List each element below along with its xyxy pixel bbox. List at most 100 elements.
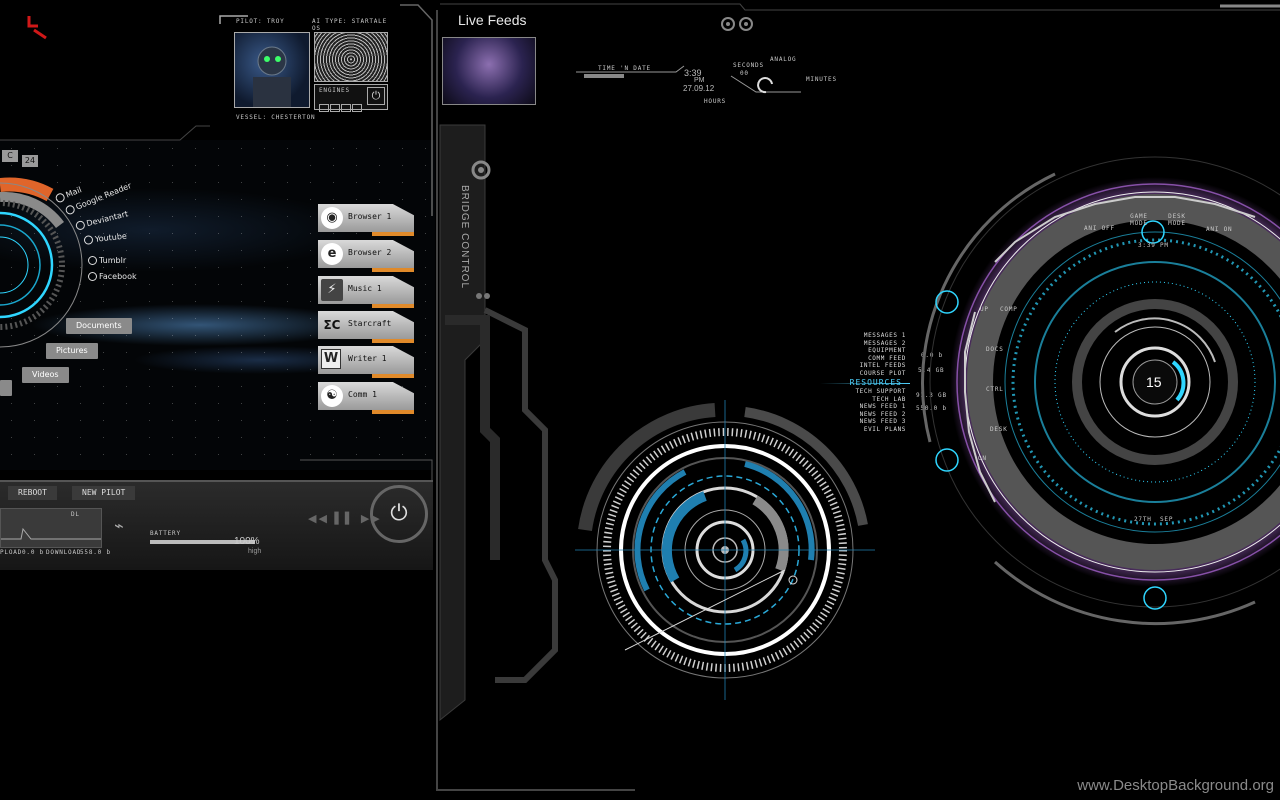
hud-menu-bottom: TECH SUPPORT TECH LAB NEWS FEED 1 NEWS F… <box>838 388 906 433</box>
top-frame-line <box>440 3 1280 11</box>
clock-frame-lines <box>576 65 801 94</box>
battery-track <box>150 540 255 544</box>
power-icon[interactable]: ⏻ <box>370 485 428 543</box>
menu-comm-feed[interactable]: COMM FEED <box>868 354 906 362</box>
logo-icon[interactable] <box>26 14 50 40</box>
minutes-label: MINUTES <box>806 76 837 83</box>
link-facebook[interactable]: Facebook <box>88 272 137 281</box>
watermark: www.DesktopBackground.org <box>1077 777 1274 794</box>
c-badge[interactable]: C <box>2 150 18 162</box>
menu-messages-2[interactable]: MESSAGES 2 <box>863 339 906 347</box>
ai-type-label: AI TYPE: STARTALE OS <box>312 18 388 32</box>
menu-news-feed-2[interactable]: NEWS FEED 2 <box>859 410 906 418</box>
engines-panel: ENGINES ⏻ <box>314 84 388 112</box>
app-browser-1[interactable]: ◉ Browser 1 <box>318 204 414 236</box>
left-radial-dial[interactable] <box>0 165 120 365</box>
pilot-card-frame <box>219 15 248 24</box>
folder-videos[interactable]: Videos <box>22 367 69 383</box>
left-panel: PILOT: TROY AI TYPE: STARTALE OS ENGINES… <box>0 0 440 570</box>
desk-button[interactable]: DESK <box>990 426 1008 433</box>
menu-news-feed-3[interactable]: NEWS FEED 3 <box>859 418 906 425</box>
ring-day: 27TH <box>1134 516 1152 523</box>
folder-pictures[interactable]: Pictures <box>46 343 98 359</box>
fingerprint-scanner[interactable] <box>314 32 388 82</box>
ctrl-button[interactable]: CTRL <box>986 386 1004 393</box>
folder-documents[interactable]: Documents <box>66 318 132 334</box>
winamp-icon: ⚡ <box>321 279 343 301</box>
youtube-icon <box>83 235 94 245</box>
engines-label: ENGINES <box>319 87 350 94</box>
app-comm-1[interactable]: ☯ Comm 1 <box>318 382 414 414</box>
menu-messages-1[interactable]: MESSAGES 1 <box>863 332 906 339</box>
engine-power-icon[interactable]: ⏻ <box>367 87 385 105</box>
media-controls[interactable]: ◀◀ ▌▌ ▶▶ <box>308 512 382 525</box>
docs-button[interactable]: DOCS <box>986 346 1004 353</box>
menu-news-feed-1[interactable]: NEWS FEED 1 <box>859 403 906 410</box>
ani-off-button[interactable]: ANI OFF <box>1084 225 1115 232</box>
game-mode-button[interactable]: GAME MODE <box>1130 213 1148 227</box>
live-feeds-title: Live Feeds <box>458 12 527 28</box>
desk-mode-button[interactable]: DESK MODE <box>1168 213 1186 227</box>
app-label: Browser 1 <box>348 212 392 221</box>
link-tumblr[interactable]: Tumblr <box>88 256 126 265</box>
hud-menu-top: MESSAGES 1 MESSAGES 2 EQUIPMENT COMM FEE… <box>838 332 906 377</box>
live-feed-thumbnail[interactable] <box>442 37 536 105</box>
ring-on-button[interactable]: ON <box>978 455 987 462</box>
right-hud-ring <box>921 156 1280 626</box>
center-hud-gauge[interactable] <box>570 395 880 705</box>
app-accent-bar <box>372 374 414 378</box>
upload-label: PLOAD <box>0 549 23 556</box>
bridge-control-label: BRIDGE CONTROL <box>459 185 470 290</box>
system-bar: REBOOT NEW PILOT DL PLOAD 0.0 b DOWNLOAD… <box>0 480 433 570</box>
yinyang-icon: ☯ <box>321 385 343 407</box>
app-starcraft[interactable]: ƩC Starcraft <box>318 311 414 343</box>
starcraft-icon: ƩC <box>323 318 341 332</box>
menu-intel-feeds[interactable]: INTEL FEEDS <box>859 362 906 369</box>
menu-tech-support[interactable]: TECH SUPPORT <box>855 388 906 395</box>
menu-tech-lab[interactable]: TECH LAB <box>872 395 906 403</box>
ring-month: SEP <box>1160 516 1174 523</box>
new-pilot-button[interactable]: NEW PILOT <box>72 486 136 500</box>
tumblr-icon <box>88 256 97 265</box>
analog-label: ANALOG <box>770 56 797 63</box>
link-label: Facebook <box>99 272 137 281</box>
galaxy-background <box>0 140 435 470</box>
menu-evil-plans[interactable]: EVIL PLANS <box>863 425 906 433</box>
clock-ampm: PM <box>694 77 705 84</box>
window-controls[interactable] <box>720 14 760 34</box>
download-label: DOWNLOAD <box>46 549 82 556</box>
menu-equipment[interactable]: EQUIPMENT <box>868 347 906 354</box>
engine-indicator <box>319 104 329 112</box>
ring-time: 3:39 <box>1138 242 1156 249</box>
writer-icon: W <box>321 349 341 369</box>
storage-value-3: 91.3 GB <box>916 392 947 399</box>
ie-icon: e <box>321 243 343 265</box>
app-label: Starcraft <box>348 319 392 328</box>
vessel-label: VESSEL: CHESTERTON <box>236 114 316 121</box>
ani-on-button[interactable]: ANI ON <box>1206 226 1233 233</box>
seconds-label: SECONDS <box>733 62 764 69</box>
ring-up-button[interactable]: UP <box>980 306 989 313</box>
network-graph-lines <box>1 527 101 540</box>
comp-button[interactable]: COMP <box>1000 306 1018 313</box>
app-writer-1[interactable]: W Writer 1 <box>318 346 414 378</box>
count-badge[interactable]: 24 <box>22 155 38 167</box>
usb-icon[interactable]: ⌁ <box>114 516 124 535</box>
menu-resources[interactable]: RESOURCES <box>830 378 902 387</box>
app-music-1[interactable]: ⚡ Music 1 <box>318 276 414 308</box>
battery-percent: 100% <box>234 536 260 547</box>
link-label: Tumblr <box>99 256 127 265</box>
clock-time: 3:39 <box>684 68 702 78</box>
battery-label: BATTERY <box>150 530 181 537</box>
seconds-value: 00 <box>740 70 749 77</box>
app-button-shape <box>318 311 414 339</box>
facebook-icon <box>88 272 97 281</box>
hours-label: HOURS <box>704 98 727 105</box>
app-accent-bar <box>372 232 414 236</box>
app-browser-2[interactable]: e Browser 2 <box>318 240 414 272</box>
battery-state: high <box>248 548 262 555</box>
menu-course-plot[interactable]: COURSE PLOT <box>859 369 906 377</box>
time-date-label: TIME 'n DATE <box>598 65 651 72</box>
reboot-button[interactable]: REBOOT <box>8 486 57 500</box>
folder-partial[interactable] <box>0 380 12 396</box>
